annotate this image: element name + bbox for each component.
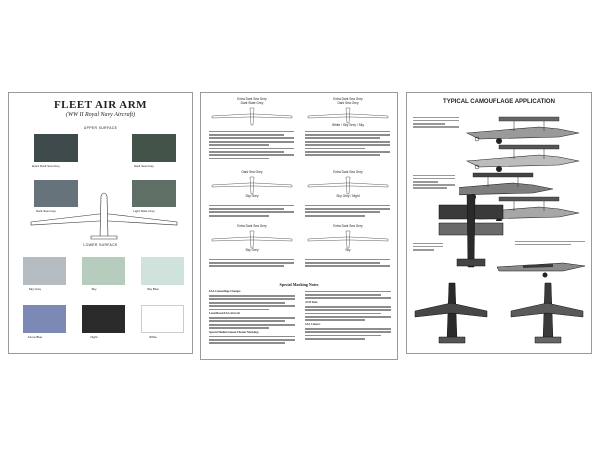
- panel-color-name: Extra Dark Sea Grey: [237, 224, 267, 228]
- aircraft-planform-icon: [211, 107, 293, 126]
- notes-subheading: ASW Role: [305, 300, 318, 304]
- swatch-label: Night: [90, 335, 98, 339]
- swatch-label: Azure Blue: [27, 335, 43, 339]
- caption-text: [413, 115, 459, 145]
- swatch-label: Extra Dark Sea Grey: [32, 164, 60, 168]
- caption-text: [413, 241, 443, 259]
- notes-column-left: FAA Camouflage Changes Land-Based FAA Ai…: [209, 289, 295, 357]
- notes-subheading: SAS Colours: [305, 322, 321, 326]
- swatch-label: Sky Grey: [28, 287, 42, 291]
- aircraft-planform-icon: [211, 230, 293, 249]
- body-text: [209, 257, 294, 277]
- panel-lower-color: Sky Grey: [245, 248, 259, 252]
- aircraft-planform-icon: [211, 176, 293, 195]
- body-text: [305, 129, 390, 167]
- color-swatch: [82, 257, 125, 285]
- color-swatch: [132, 180, 176, 207]
- lower-surface-heading: LOWER SURFACE: [83, 243, 118, 247]
- fighter-planform-icon: [414, 282, 488, 344]
- color-swatch: [34, 180, 78, 207]
- body-text: [305, 257, 390, 277]
- notes-column-right: ASW Role SAS Colours: [305, 289, 391, 357]
- color-swatch: [141, 305, 184, 333]
- color-swatch: [34, 134, 78, 162]
- notes-subheading: Special Mediterranean Theater Markings: [209, 330, 259, 334]
- color-swatch: [23, 257, 66, 285]
- sheet-title: FLEET AIR ARM: [53, 99, 148, 111]
- monoplane-side-icon: [496, 262, 586, 278]
- camouflage-panel: Extra Dark Sea Grey Sky: [303, 224, 393, 255]
- biplane-icon: [465, 116, 580, 144]
- color-swatch: [23, 305, 66, 333]
- aircraft-planform-icon: [307, 107, 389, 124]
- caption-text: [515, 239, 585, 253]
- biplane-planform-icon: [438, 194, 504, 268]
- color-chart-sheet: FLEET AIR ARM (WW II Royal Navy Aircraft…: [8, 92, 193, 354]
- body-text: [209, 203, 294, 223]
- upper-surface-heading: UPPER SURFACE: [83, 126, 118, 130]
- fighter-planform-icon: [510, 282, 584, 344]
- panel-lower-color: Sky Grey / Night: [336, 194, 360, 198]
- aircraft-planform-icon: [30, 192, 178, 240]
- caption-text: [413, 173, 455, 203]
- body-text: [305, 203, 390, 223]
- camouflage-panel: Dark Sea Grey Sky Grey: [207, 170, 297, 201]
- sheet-title: TYPICAL CAMOUFLAGE APPLICATION: [443, 99, 555, 105]
- camouflage-panel: Extra Dark Sea Grey Dark Sea Grey White …: [303, 97, 393, 128]
- aircraft-planform-icon: [307, 176, 389, 195]
- panel-lower-color: Sky Grey: [245, 194, 259, 198]
- camouflage-panel: Extra Dark Sea Grey Dark Slate Grey: [207, 97, 297, 126]
- color-swatch: [82, 305, 125, 333]
- color-swatch: [141, 257, 184, 285]
- swatch-label: White: [149, 335, 157, 339]
- panel-color-name: Extra Dark Sea Grey: [237, 97, 267, 101]
- panel-color-name: Extra Dark Sea Grey: [333, 97, 363, 101]
- camouflage-application-sheet: TYPICAL CAMOUFLAGE APPLICATION: [406, 92, 592, 354]
- notes-subheading: Land-Based FAA Aircraft: [209, 311, 240, 315]
- panel-color-name: Extra Dark Sea Grey: [333, 224, 363, 228]
- sheet-subtitle: (WW II Royal Navy Aircraft): [66, 112, 135, 118]
- panel-lower-color: Sky: [345, 248, 351, 252]
- body-text: [209, 129, 294, 167]
- aircraft-planform-icon: [307, 230, 389, 249]
- color-swatch: [132, 134, 176, 162]
- camouflage-panel: Extra Dark Sea Grey Sky Grey: [207, 224, 297, 255]
- swatch-label: Sky: [91, 287, 97, 291]
- panel-lower-color: White / Sky Grey / Sky: [332, 123, 364, 127]
- swatch-label: Dark Sea Grey: [36, 209, 56, 213]
- panel-color-name: Dark Slate Grey: [240, 100, 264, 105]
- camouflage-panel: Extra Dark Sea Grey Sky Grey / Night: [303, 170, 393, 201]
- marking-notes-sheet: Extra Dark Sea Grey Dark Slate Grey Extr…: [200, 92, 398, 360]
- swatch-label: Dark Sea Grey: [134, 164, 154, 168]
- swatch-label: Light Slate Grey: [133, 209, 155, 213]
- swatch-label: Sky Blue: [147, 287, 159, 291]
- panel-color-name: Dark Sea Grey: [337, 100, 359, 105]
- notes-subheading: FAA Camouflage Changes: [209, 290, 241, 293]
- biplane-icon: [465, 144, 580, 172]
- panel-color-name: Extra Dark Sea Grey: [333, 170, 363, 174]
- notes-heading: Special Marking Notes: [279, 282, 319, 287]
- panel-color-name: Dark Sea Grey: [241, 170, 263, 174]
